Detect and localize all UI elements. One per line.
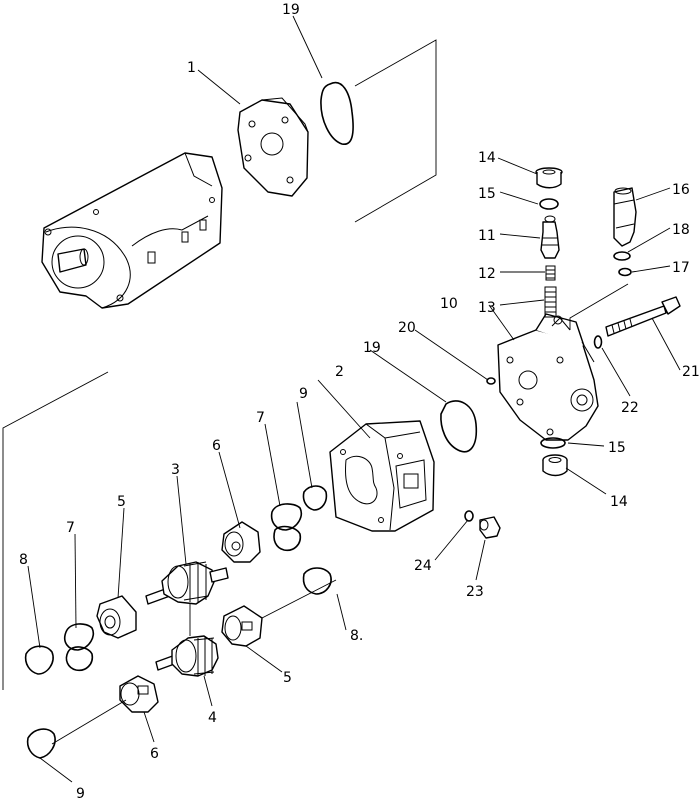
callout-22: 22	[621, 400, 639, 416]
part-14-plug-upper	[535, 167, 563, 189]
callout-11: 11	[478, 228, 496, 244]
callout-13: 13	[478, 300, 496, 316]
callout-7-left: 7	[66, 520, 75, 536]
callout-19-lower: 19	[363, 340, 381, 356]
part-5-bushing-right	[221, 605, 263, 647]
callout-21: 21	[682, 364, 700, 380]
part-19-oring-lower	[440, 400, 478, 453]
callout-16: 16	[672, 182, 690, 198]
callout-15-lower: 15	[608, 440, 626, 456]
part-19-oring-upper	[320, 81, 354, 145]
callout-9-lower: 9	[76, 786, 85, 801]
callout-24: 24	[414, 558, 432, 574]
part-7-seal-upper	[270, 503, 302, 552]
callout-2: 2	[335, 364, 344, 380]
part-6-bushing-upper	[221, 521, 261, 563]
part-15-oring-lower	[540, 437, 566, 449]
part-3-drive-gear	[145, 561, 229, 605]
part-8-seal-left	[24, 645, 54, 675]
callout-8-left: 8	[19, 552, 28, 568]
part-22-washer	[593, 335, 603, 349]
pump-assembly	[41, 152, 223, 309]
callout-17: 17	[672, 260, 690, 276]
part-14-plug-lower	[542, 454, 568, 477]
part-11-valve	[540, 215, 560, 259]
part-20-oring-small	[486, 377, 496, 385]
callout-19-upper: 19	[282, 2, 300, 18]
part-7-seal-lower	[63, 623, 94, 672]
callout-labels: 1 19 2 3 4 5 5 6 6 7 7 8 8. 9 9 10 11 12…	[19, 2, 700, 801]
part-9-seal-upper	[302, 485, 328, 511]
part-24-oring	[464, 510, 474, 522]
callout-4: 4	[208, 710, 217, 726]
part-4-driven-gear	[155, 635, 219, 677]
part-12-spring-small	[545, 265, 556, 281]
callout-6-upper: 6	[212, 438, 221, 454]
part-10-rear-cover	[497, 313, 599, 441]
callout-5-right: 5	[283, 670, 292, 686]
part-6-bushing-lower	[119, 675, 159, 713]
callout-10: 10	[440, 296, 458, 312]
part-13-spring-long	[544, 286, 557, 318]
callout-1: 1	[187, 60, 196, 76]
part-17-oring	[618, 267, 632, 277]
part-1-cover-plate	[237, 97, 309, 197]
part-23-plug	[479, 516, 501, 539]
callout-5-left: 5	[117, 494, 126, 510]
callout-8-right: 8.	[350, 628, 363, 644]
part-18-oring	[613, 251, 631, 261]
callout-3: 3	[171, 462, 180, 478]
callout-9-upper: 9	[299, 386, 308, 402]
part-2-gear-body	[329, 420, 435, 532]
callout-14-upper: 14	[478, 150, 496, 166]
callout-6-lower: 6	[150, 746, 159, 762]
part-15-oring-upper	[539, 198, 559, 210]
callout-15-upper: 15	[478, 186, 496, 202]
callout-23: 23	[466, 584, 484, 600]
part-17-bracket-line	[569, 283, 629, 330]
upper-bracket-line	[354, 39, 437, 223]
callout-12: 12	[478, 266, 496, 282]
part-5-bushing-left	[96, 595, 137, 639]
part-21-bolt	[605, 296, 681, 337]
lower-left-bracket-line	[2, 371, 109, 690]
callout-7-right: 7	[256, 410, 265, 426]
part-8-seal-right	[302, 567, 332, 595]
leader-lines	[27, 15, 681, 783]
callout-14-lower: 14	[610, 494, 628, 510]
part-9-seal-lower	[26, 728, 56, 759]
part-16-relief-valve	[613, 187, 637, 247]
callout-18: 18	[672, 222, 690, 238]
callout-20: 20	[398, 320, 416, 336]
